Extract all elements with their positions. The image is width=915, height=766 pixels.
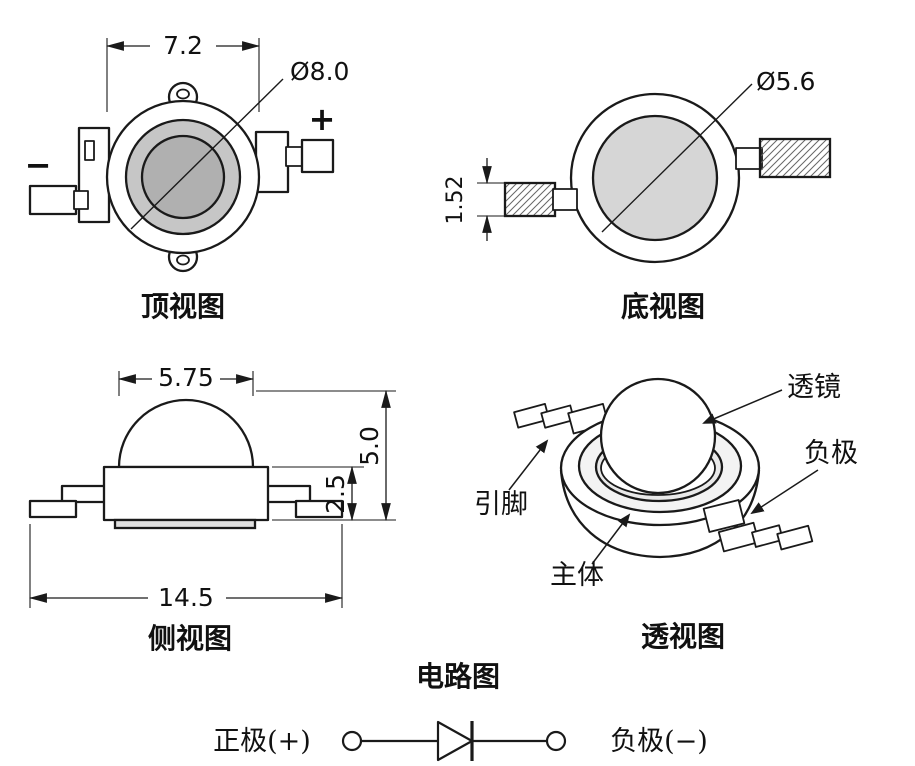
top-view-label: 顶视图 [141,290,225,323]
body-callout: 主体 [550,560,604,591]
negative-callout: 负极 [804,438,858,469]
side-view-base-plate [113,518,257,530]
top-view-diameter-dim: Ø8.0 [290,57,349,86]
bottom-view-lead-left [503,181,557,218]
side-view-body-height-dim: 2.5 [321,474,350,514]
lens-callout-leader [702,389,783,424]
perspective-view-label: 透视图 [641,620,725,653]
circuit-diagram: 电路图 正极(+) 负极(−) [213,660,708,762]
pin-callout: 引脚 [474,489,528,520]
side-view: 5.75 5.0 2.5 14.5 侧视图 [28,363,396,655]
top-view-width-dim: 7.2 [163,31,203,60]
bottom-view-diameter-leader [601,83,753,233]
side-view-lens-width-dim: 5.75 [158,363,214,392]
pin-callout-leader [508,439,549,491]
perspective-pin-right [717,521,814,553]
bottom-view-lead-dim: 1.52 [443,176,468,225]
bottom-view-label: 底视图 [621,290,705,323]
top-view-flange-slot [84,140,95,161]
top-view-lead-left [28,184,78,216]
perspective-dome [599,377,717,495]
side-view-body [102,465,270,522]
bottom-view-diameter-dim: Ø5.6 [756,67,815,96]
bottom-view-lead-right [758,137,832,179]
side-view-lead-right-upper [260,484,312,504]
minus-mark: − [25,146,52,184]
circuit-terminal-negative [545,730,567,752]
diode-triangle [436,720,474,762]
top-view-tab-hole-top [176,88,190,100]
bottom-view-lead-right-step [735,147,763,170]
circuit-title: 电路图 [416,660,500,693]
bottom-view-lead-left-step [552,188,578,211]
body-callout-leader [591,513,631,565]
top-view-lead-left-step [73,190,89,210]
circuit-terminal-positive [341,730,363,752]
perspective-lead-notch [702,499,746,533]
side-view-lead-right-lower [294,499,344,519]
plus-mark: + [309,100,336,138]
perspective-view: 透镜 引脚 负极 主体 透视图 [474,372,858,653]
side-view-lead-left-upper [60,484,108,504]
top-view: 7.2 Ø8.0 + − 顶视图 [25,31,350,323]
top-view-tab-hole-bottom [176,254,190,266]
bottom-view-lens-back [591,114,719,242]
bottom-view: 1.52 Ø5.6 底视图 [443,67,832,323]
side-view-lead-left-lower [28,499,78,519]
circuit-negative-label: 负极(−) [610,726,708,757]
lens-callout: 透镜 [787,372,841,403]
circuit-positive-label: 正极(+) [213,726,311,757]
top-view-flange-right [254,130,290,194]
negative-callout-leader [750,469,819,515]
side-view-label: 侧视图 [148,622,232,655]
top-view-lead-right [300,138,335,174]
side-view-height-dim: 5.0 [355,426,384,466]
top-view-diameter-leader [130,78,284,230]
side-view-dome [117,398,255,469]
side-view-total-width-dim: 14.5 [158,583,214,612]
